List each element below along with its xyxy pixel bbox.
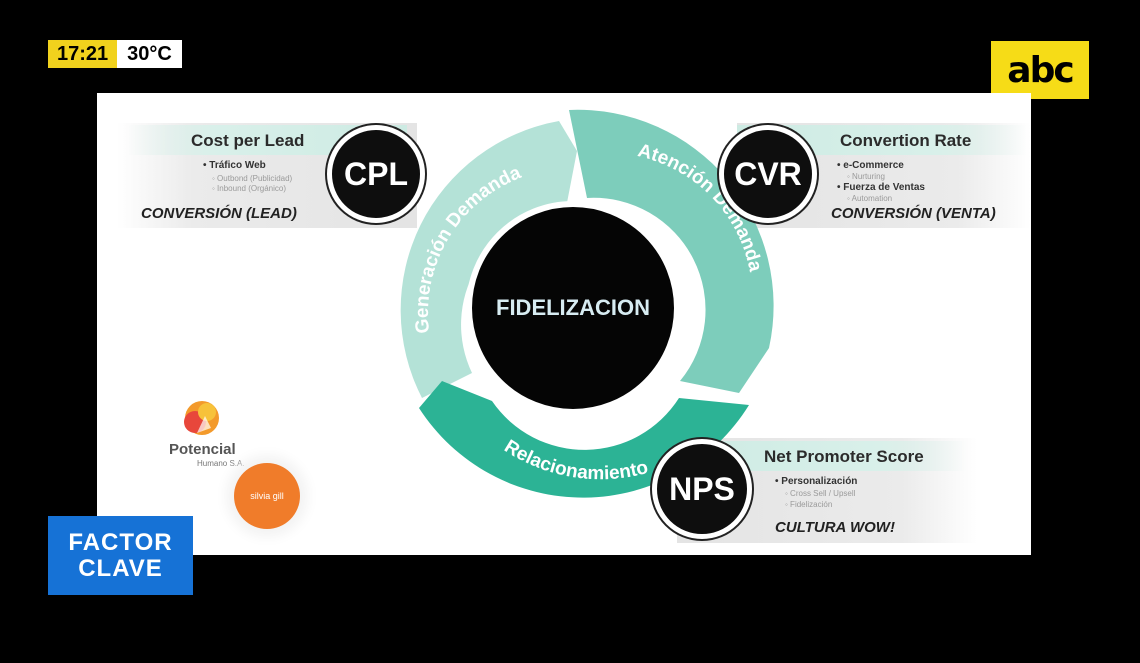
cycle-diagram: Generación Demanda Atención Demanda Rela… <box>400 109 774 498</box>
nps-item-1: • Personalización <box>775 476 858 487</box>
cvr-item-1a: ◦ Nurturing <box>847 172 885 181</box>
cvr-item-2a: ◦ Automation <box>847 194 893 203</box>
nps-conversion: CULTURA WOW! <box>775 519 895 536</box>
cpl-item-1: • Tráfico Web <box>203 160 266 171</box>
cvr-circle: CVR <box>719 125 817 223</box>
center-label: FIDELIZACION <box>496 295 650 320</box>
show-name-line2: CLAVE <box>78 554 163 582</box>
clock-temperature-badge: 17:21 30°C <box>48 40 182 68</box>
cpl-item-1b: ◦ Inbound (Orgánico) <box>212 184 286 193</box>
clock-time: 17:21 <box>48 40 118 68</box>
show-logo: FACTOR CLAVE <box>48 516 193 595</box>
presentation-slide: Cost per Lead • Tráfico Web ◦ Outbond (P… <box>97 93 1031 555</box>
nps-item-1b: ◦ Fidelización <box>785 500 833 509</box>
cvr-conversion: CONVERSIÓN (VENTA) <box>831 205 996 222</box>
company-subtitle: Humano S.A. <box>197 459 245 468</box>
channel-logo-text: abc <box>1007 49 1074 91</box>
nps-title: Net Promoter Score <box>764 447 924 466</box>
cpl-item-1a: ◦ Outbond (Publicidad) <box>212 174 293 183</box>
cpl-conversion: CONVERSIÓN (LEAD) <box>141 205 297 222</box>
cpl-circle: CPL <box>327 125 425 223</box>
company-name: Potencial <box>169 441 236 458</box>
nps-item-1a: ◦ Cross Sell / Upsell <box>785 489 856 498</box>
cpl-title: Cost per Lead <box>191 131 305 150</box>
show-name-line1: FACTOR <box>68 528 173 556</box>
temperature: 30°C <box>117 40 182 68</box>
silvia-gill-badge: silvia gill <box>234 463 300 529</box>
nps-circle: NPS <box>652 439 752 539</box>
cvr-item-2: • Fuerza de Ventas <box>837 182 925 193</box>
cvr-title: Convertion Rate <box>840 131 972 150</box>
potencial-humano-logo-icon <box>184 401 219 435</box>
cvr-item-1: • e-Commerce <box>837 160 904 171</box>
channel-logo: abc <box>991 41 1089 99</box>
center-circle <box>466 201 680 415</box>
arc-generacion-demanda <box>400 121 577 398</box>
